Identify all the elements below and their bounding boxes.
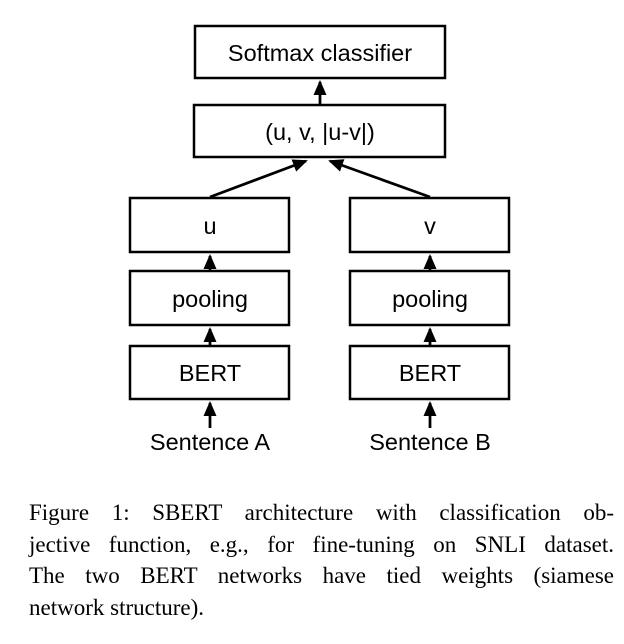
v-box [348,196,511,254]
pooling-left-box [128,269,291,327]
softmax-classifier-node: Softmax classifier [193,24,447,80]
concat-label: (u, v, |u-v|) [265,119,375,145]
softmax-classifier-label: Softmax classifier [228,40,412,66]
bert-right-label: BERT [399,360,461,386]
arrow-u-to-concat [209,159,308,199]
pooling-right-box [348,269,511,327]
u-node: u [128,196,291,254]
pooling-left-node: pooling [128,269,291,327]
bert-left-label: BERT [179,360,241,386]
caption-line: Figure 1: SBERT architecture with classi… [29,500,614,525]
u-box [128,196,291,254]
bert-left-box [128,344,291,401]
caption-line: The two BERT networks have tied weights … [29,563,614,589]
v-node: v [348,196,511,254]
sentence-a-label: Sentence A [150,429,271,455]
pooling-right-label: pooling [392,286,468,312]
caption-line: jective function, e.g., for fine-tuning … [29,531,614,557]
sentence-b-label: Sentence B [369,429,491,455]
softmax-classifier-box [193,24,447,80]
arrow-v-to-concat [328,159,431,199]
concat-box [192,103,447,159]
sbert-architecture-diagram: Softmax classifier (u, v, |u-v|) u v poo… [128,24,511,455]
u-label: u [203,213,216,239]
pooling-left-label: pooling [172,286,248,312]
figure-caption: Figure 1: SBERT architecture with classi… [29,497,614,623]
v-label: v [424,213,436,239]
caption-line: network structure). [29,594,204,620]
concat-node: (u, v, |u-v|) [192,103,447,159]
pooling-right-node: pooling [348,269,511,327]
bert-right-box [348,344,511,401]
bert-left-node: BERT [128,344,291,401]
bert-right-node: BERT [348,344,511,401]
